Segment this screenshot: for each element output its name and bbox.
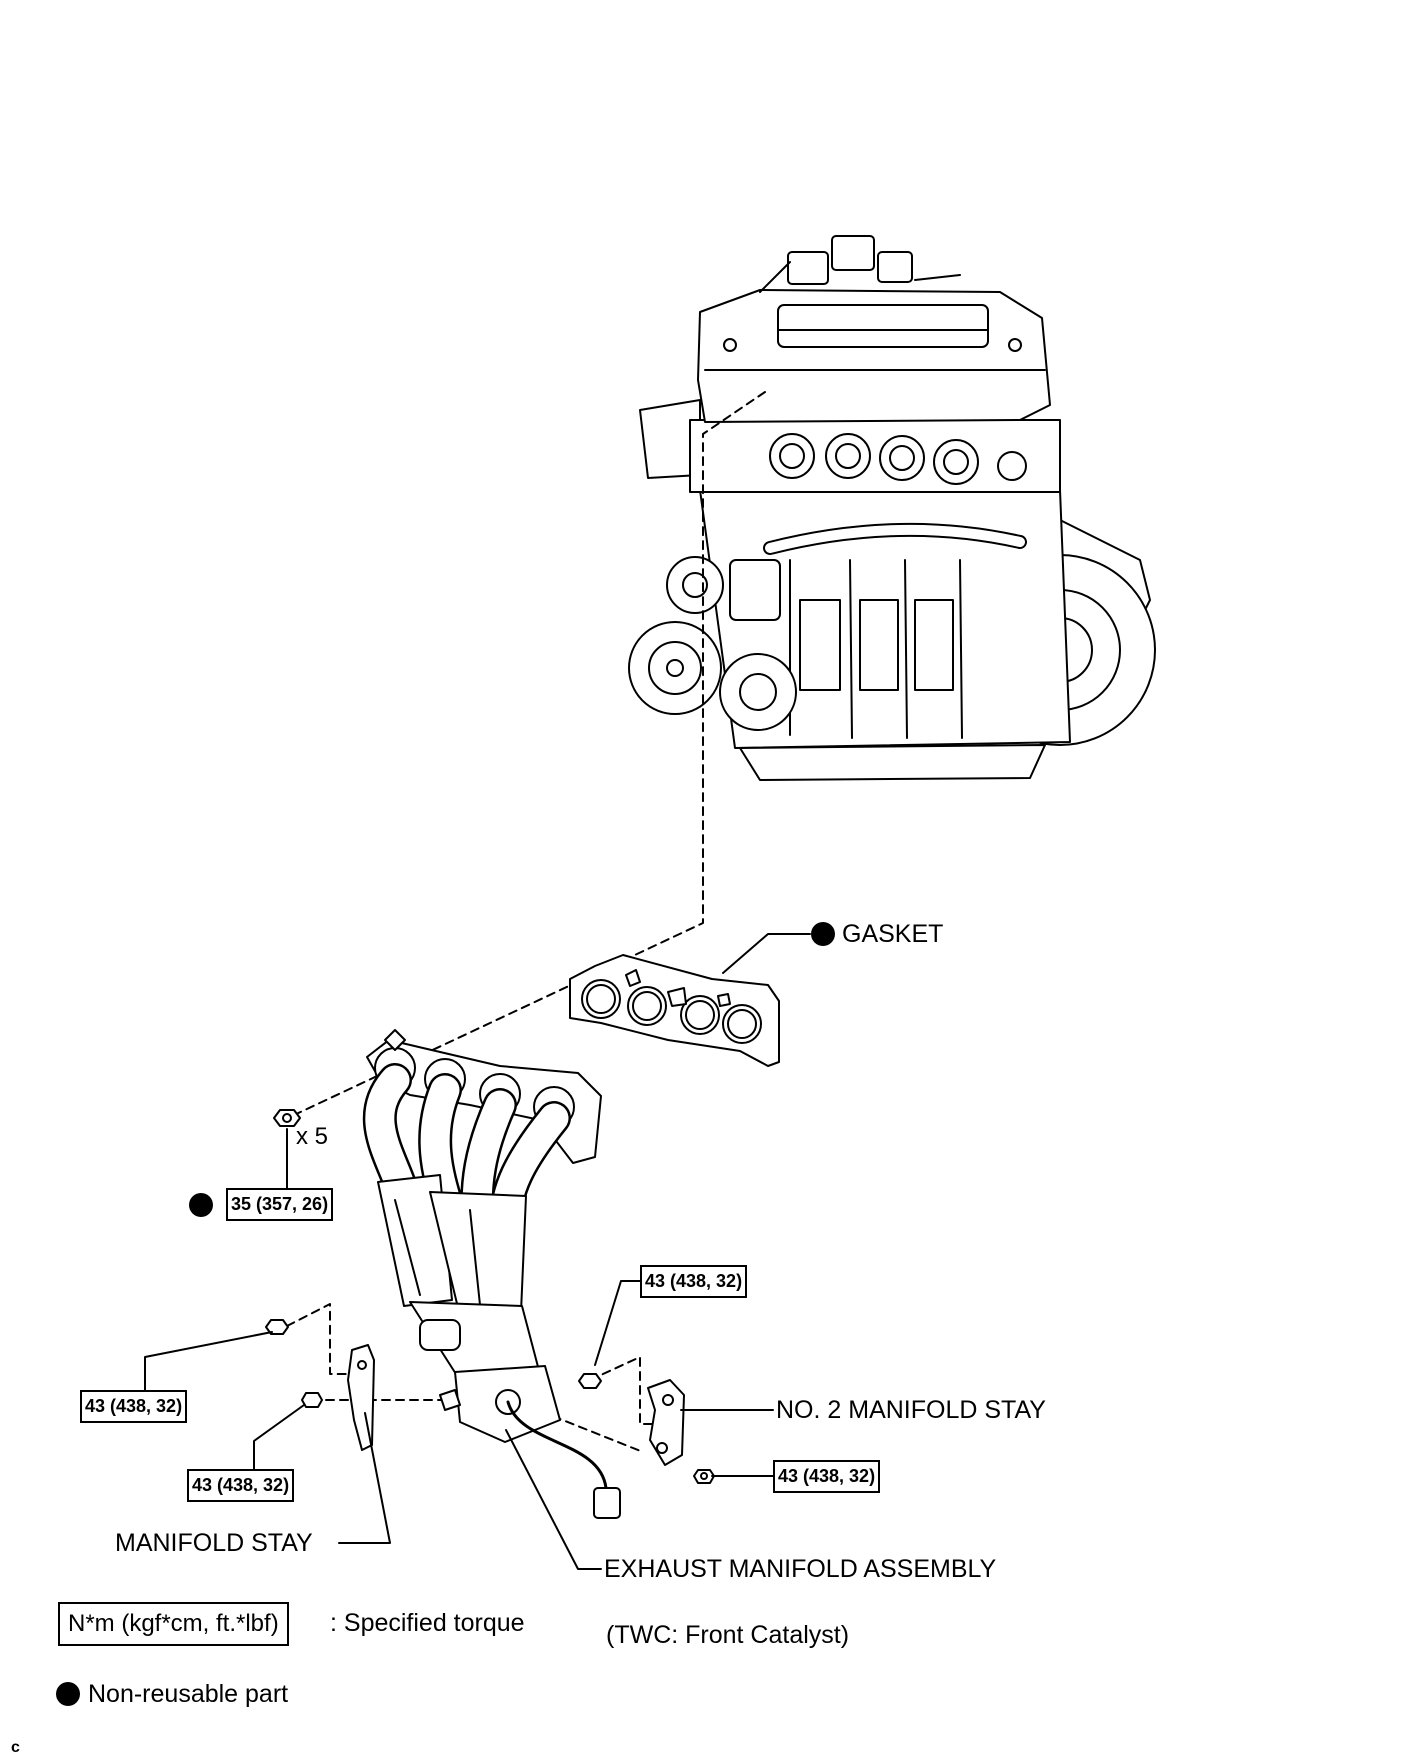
gasket — [569, 954, 780, 1067]
non-reusable-icon — [811, 922, 835, 946]
leader-lines — [144, 933, 811, 1570]
manifold-stay-label: MANIFOLD STAY — [115, 1529, 313, 1557]
corner-mark: c — [11, 1739, 20, 1756]
torque-box-stay-bolt-left: 43 (438, 32) — [80, 1390, 188, 1423]
legend-torque-unit: N*m (kgf*cm, ft.*lbf) — [58, 1602, 289, 1646]
torque-box-stay-bolt-right: 43 (438, 32) — [640, 1265, 748, 1298]
non-reusable-icon — [56, 1682, 80, 1706]
torque-box-stay-nut-left: 43 (438, 32) — [187, 1469, 295, 1502]
torque-box-manifold-nut: 35 (357, 26) — [226, 1188, 334, 1221]
gasket-label: GASKET — [842, 920, 944, 948]
no2-manifold-stay-label: NO. 2 MANIFOLD STAY — [776, 1396, 1046, 1424]
no2-manifold-stay — [647, 1379, 685, 1466]
non-reusable-icon — [189, 1193, 213, 1217]
torque-box-stay-nut-right: 43 (438, 32) — [773, 1460, 881, 1493]
twc-note: (TWC: Front Catalyst) — [606, 1621, 850, 1649]
exhaust-manifold — [362, 1029, 621, 1519]
engine-assembly — [628, 235, 1156, 781]
quantity-label: x 5 — [296, 1123, 329, 1150]
legend-torque-desc: : Specified torque — [330, 1609, 525, 1637]
fasteners — [265, 1109, 715, 1484]
legend-non-reusable: Non-reusable part — [88, 1680, 289, 1708]
exhaust-manifold-label: EXHAUST MANIFOLD ASSEMBLY — [604, 1555, 997, 1583]
